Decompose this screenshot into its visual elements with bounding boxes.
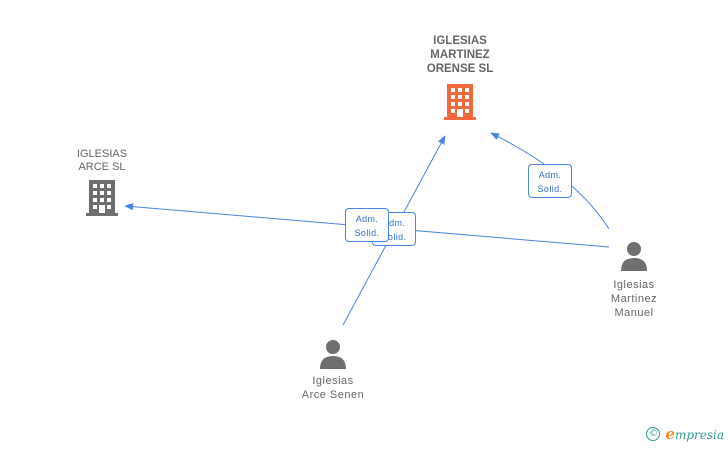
role-label-line-1: Adm.: [382, 218, 406, 228]
company-name-line-3: ORENSE SL: [426, 63, 494, 75]
copyright-icon: ©: [646, 427, 661, 441]
company-name-line-2: ARCE SL: [78, 161, 126, 173]
brand-footer: © e mpresia: [646, 425, 724, 443]
role-label-line-2: Solid.: [354, 228, 380, 238]
person-icon: [320, 340, 346, 369]
role-label-line-2: Solid.: [381, 232, 407, 242]
node-iglesias-martinez-orense-sl[interactable]: IGLESIAS MARTINEZ ORENSE SL: [405, 34, 515, 120]
node-iglesias-martinez-manuel[interactable]: Iglesias Martinez Manuel: [594, 241, 674, 320]
company-name-line-2: MARTINEZ: [430, 49, 490, 61]
role-label-line-2: Solid.: [537, 184, 563, 194]
brand-initial: e: [665, 425, 675, 443]
company-name-line-1: IGLESIAS: [433, 35, 487, 47]
node-iglesias-arce-senen[interactable]: Iglesias Arce Senen: [290, 339, 376, 402]
person-name-line-3: Manuel: [614, 307, 654, 319]
node-iglesias-arce-sl[interactable]: IGLESIAS ARCE SL: [55, 148, 149, 216]
person-name-line-1: Iglesias: [613, 279, 655, 291]
brand-name: mpresia: [674, 428, 724, 442]
person-name-line-2: Martinez: [610, 293, 658, 305]
person-icon: [621, 242, 647, 271]
role-badge-senen-martinez-orense[interactable]: Adm. Solid.: [345, 208, 389, 242]
building-icon: [86, 180, 118, 216]
company-name-line-1: IGLESIAS: [76, 148, 128, 160]
person-name-line-2: Arce Senen: [301, 389, 365, 401]
empresia-logo[interactable]: e mpresia: [665, 425, 724, 443]
person-name-line-1: Iglesias: [312, 375, 354, 387]
role-badge-manuel-martinez-orense[interactable]: Adm. Solid.: [528, 164, 572, 198]
role-label-line-1: Adm.: [355, 214, 379, 224]
role-label-line-1: Adm.: [538, 170, 562, 180]
building-icon: [444, 84, 476, 120]
